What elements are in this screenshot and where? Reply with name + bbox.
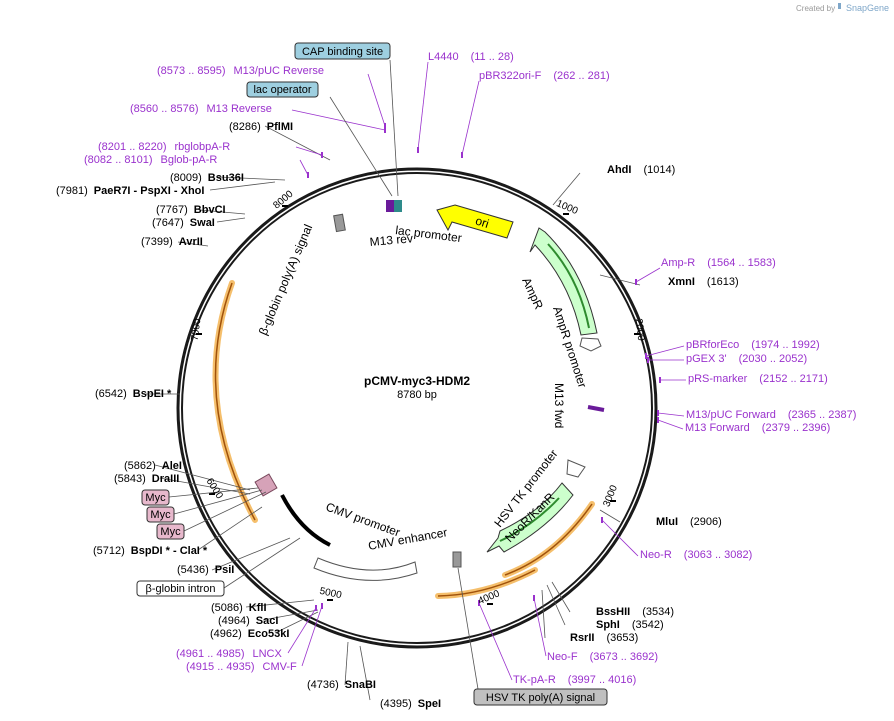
- ori-label: ori: [474, 213, 491, 230]
- primer-label-10: TK-pA-R(3997 .. 4016): [513, 674, 636, 686]
- orange-arc-right-1-line: [504, 503, 593, 576]
- backbone-outer: [176, 167, 658, 649]
- enzyme-label-15: (6542)BspEI *: [95, 388, 172, 400]
- enzyme-label-3: BssHII(3534): [596, 606, 674, 618]
- enzyme-label-12: (5712)BspDI * - ClaI *: [93, 545, 208, 557]
- enzyme-label-19: (7981)PaeR7I - PspXI - XhoI: [56, 185, 204, 197]
- boxed-feature-4: [156, 523, 185, 540]
- boxed-feature-label-0: CAP binding site: [302, 46, 383, 58]
- primer-label-8: Neo-R(3063 .. 3082): [640, 549, 752, 561]
- tick-label-6000: 6000: [204, 476, 225, 501]
- tick-label-5000: 5000: [318, 586, 342, 601]
- boxed-feature-label-3: Myc: [150, 509, 171, 521]
- backbone-inner: [181, 172, 653, 644]
- primer-label-16: (8573 .. 8595)M13/pUC Reverse: [157, 65, 324, 77]
- boxed-feature-0: [294, 42, 391, 60]
- snapgene-logo-icon: [838, 3, 841, 9]
- orange-arc-right-2-line: [437, 569, 536, 597]
- primer-label-9: Neo-F(3673 .. 3692): [547, 651, 658, 663]
- plasmid-length: 8780 bp: [397, 389, 437, 401]
- boxed-feature-2: [141, 489, 170, 506]
- primer-label-14: (8201 .. 8220)rbglobpA-R: [98, 141, 230, 153]
- ori-feature: ori: [436, 204, 514, 239]
- m13-fwd-feature: M13 fwd: [552, 383, 605, 428]
- primer-label-2: Amp-R(1564 .. 1583): [661, 257, 776, 269]
- enzyme-label-6: (4395)SpeI: [380, 698, 441, 710]
- primer-label-3: pBRforEco(1974 .. 1992): [686, 339, 820, 351]
- enzyme-label-0: AhdI(1014): [607, 164, 675, 176]
- brand-prefix: Created by: [796, 4, 835, 13]
- enzyme-label-14: (5862)AleI: [124, 460, 182, 472]
- enzyme-label-13: (5843)DraIII: [114, 473, 179, 485]
- primer-label-4: pGEX 3'(2030 .. 2052): [686, 353, 807, 365]
- enzyme-label-1: XmnI(1613): [668, 276, 739, 288]
- enzyme-label-10: (5086)KflI: [211, 602, 267, 614]
- beta-globin-polya-feature: β-globin poly(A) signal: [256, 213, 346, 337]
- primer-label-0: L4440(11 .. 28): [428, 51, 514, 63]
- enzyme-label-11: (5436)PsiI: [177, 564, 234, 576]
- primer-label-13: (8082 .. 8101)Bglob-pA-R: [84, 154, 217, 166]
- enzyme-label-5: RsrII(3653): [570, 632, 638, 644]
- enzyme-label-7: (4736)SnaBI: [307, 679, 376, 691]
- primer-label-12: (4961 .. 4985)LNCX: [176, 648, 283, 660]
- primer-label-5: pRS-marker(2152 .. 2171): [688, 373, 828, 385]
- boxed-feature-1: [246, 81, 319, 98]
- boxed-feature-label-2: Myc: [145, 492, 166, 504]
- tick-label-7000: 7000: [190, 317, 204, 341]
- boxed-feature-label-1: lac operator: [253, 84, 311, 96]
- enzyme-label-17: (7647)SwaI: [152, 217, 215, 229]
- enzyme-label-2: MluI(2906): [656, 516, 722, 528]
- tick-label-3000: 3000: [601, 483, 620, 508]
- lac-region: lac promoter M13 rev: [369, 200, 463, 249]
- cmv-black-arc: [280, 494, 331, 547]
- primer-label-6: M13/pUC Forward(2365 .. 2387): [686, 409, 856, 421]
- primer-label-15: (8560 .. 8576)M13 Reverse: [130, 103, 272, 115]
- boxed-feature-label-4: Myc: [160, 526, 181, 538]
- primer-label-11: (4915 .. 4935)CMV-F: [186, 661, 297, 673]
- enzyme-label-18: (7767)BbvCI: [156, 204, 226, 216]
- leader-lines: [146, 59, 686, 701]
- enzyme-label-20: (8009)Bsu36I: [170, 172, 244, 184]
- m13-fwd-label: M13 fwd: [552, 383, 566, 428]
- myc-cluster: [254, 473, 278, 497]
- boxed-feature-label-6: HSV TK poly(A) signal: [486, 692, 595, 704]
- ampr-label: AmpR: [519, 275, 546, 311]
- tick-marks: [196, 205, 640, 605]
- primer-label-1: pBR322ori-F(262 .. 281): [479, 70, 610, 82]
- enzyme-label-16: (7399)AvrII: [141, 236, 203, 248]
- hsv-tk-polya-mark: [452, 551, 462, 568]
- enzyme-label-9: (4964)SacI: [218, 615, 278, 627]
- boxed-feature-3: [146, 506, 175, 523]
- boxed-feature-label-5: β-globin intron: [146, 583, 216, 595]
- enzyme-label-21: (8286)PflMI: [229, 121, 293, 133]
- m13-rev-label: M13 rev: [369, 231, 413, 249]
- boxed-feature-5: [136, 580, 225, 597]
- brand-name: SnapGene: [846, 3, 889, 13]
- primer-label-7: M13 Forward(2379 .. 2396): [685, 422, 830, 434]
- tick-label-2000: 2000: [633, 318, 647, 342]
- enzyme-label-8: (4962)Eco53kI: [210, 628, 289, 640]
- beta-globin-polya-label: β-globin poly(A) signal: [256, 222, 315, 337]
- boxed-feature-6: [473, 688, 608, 706]
- plasmid-name: pCMV-myc3-HDM2: [364, 374, 470, 388]
- cmv-promoter-label: CMV promoter: [324, 500, 402, 540]
- enzyme-label-4: SphI(3542): [596, 619, 664, 631]
